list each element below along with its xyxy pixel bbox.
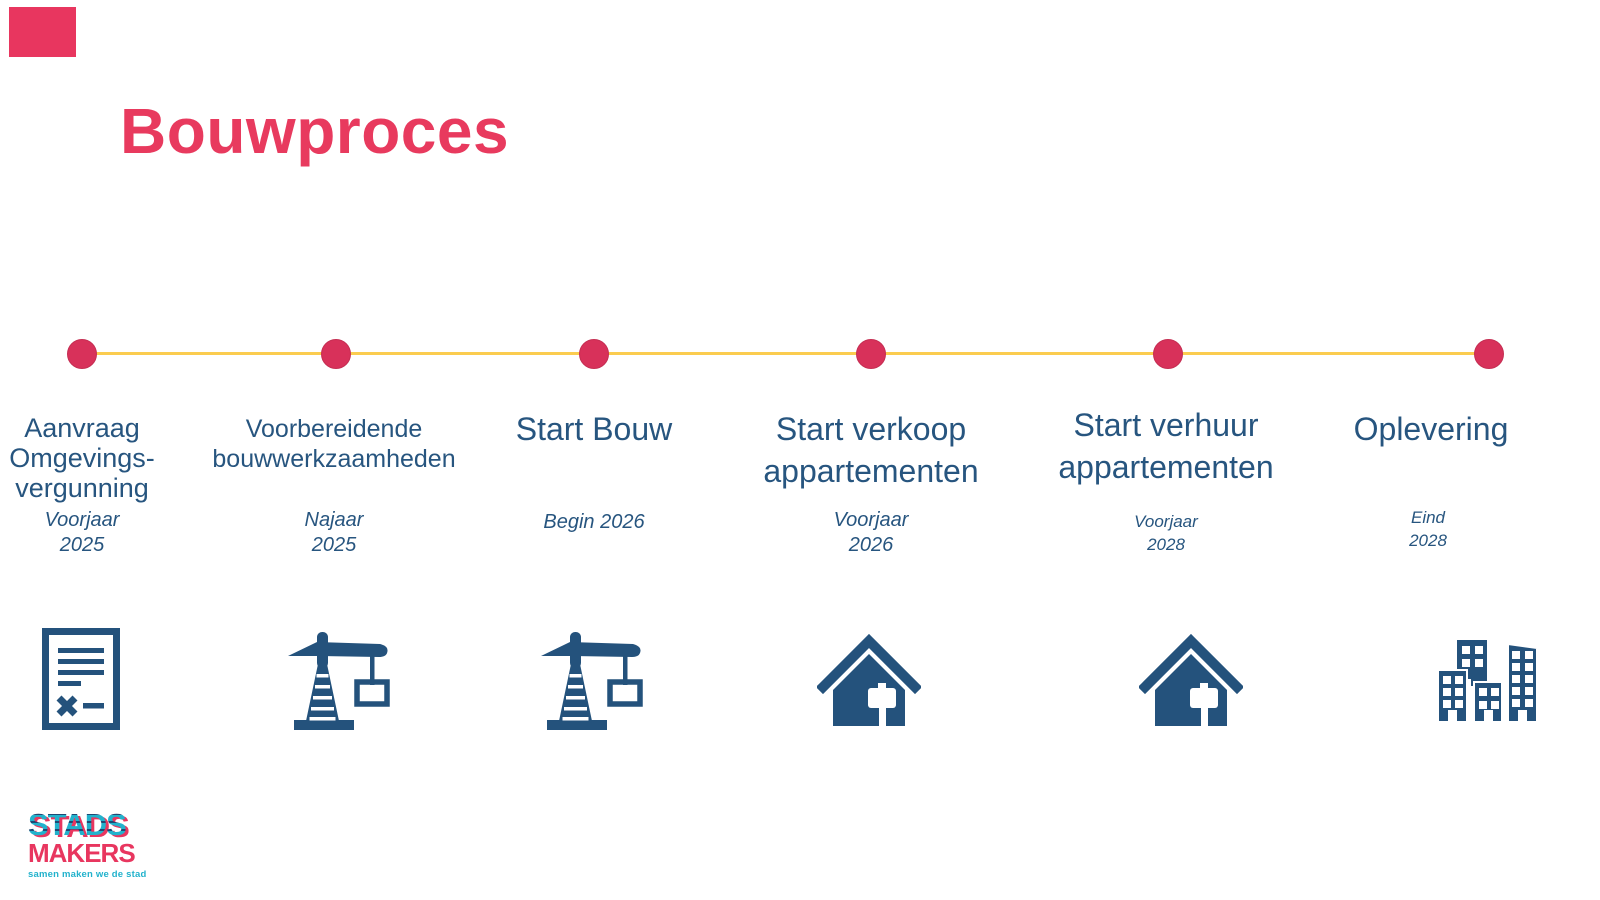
milestone-date-1: Voorjaar 2025 (44, 509, 120, 556)
house-sale-icon (817, 633, 921, 727)
milestone-title-4: Start verkoop appartementen (763, 411, 979, 489)
logo-makers: MAKERS (28, 838, 136, 868)
timeline-dot-1 (67, 339, 97, 369)
timeline-dot-4 (856, 339, 886, 369)
document-icon (42, 628, 120, 730)
timeline-dot-6 (1474, 339, 1504, 369)
milestone-title-5: Start verhuur appartementen (1058, 407, 1274, 485)
buildings-icon (1438, 640, 1538, 722)
milestone-date-5: Voorjaar 2028 (1134, 512, 1198, 554)
house-sale-icon (1139, 633, 1243, 727)
crane-icon (288, 632, 390, 730)
milestone-title-1: Aanvraag Omgevings- vergunning (9, 413, 155, 503)
milestone-title-3: Start Bouw (515, 411, 673, 447)
page-title: Bouwproces (120, 95, 510, 167)
brand-corner-block (9, 7, 76, 57)
logo-tagline: samen maken we de stad (28, 869, 147, 880)
timeline-dot-2 (321, 339, 351, 369)
milestone-title-6: Oplevering (1353, 411, 1509, 447)
logo-stads-shadow: STADS (31, 811, 130, 842)
stadsmakers-logo: STADS STADS MAKERS samen maken we de sta… (28, 807, 188, 880)
milestone-date-4: Voorjaar 2026 (833, 509, 909, 556)
logo-stads: STADS (28, 807, 127, 842)
milestone-date-2: Najaar 2025 (304, 509, 364, 556)
timeline-line (82, 352, 1489, 355)
timeline-dot-5 (1153, 339, 1183, 369)
crane-icon (541, 632, 643, 730)
milestone-title-2: Voorbereidende bouwwerkzaamheden (212, 415, 456, 473)
milestone-date-3: Begin 2026 (543, 511, 645, 533)
logo-stads-wrap: STADS STADS (28, 807, 188, 842)
milestone-date-6: Eind 2028 (1409, 508, 1447, 550)
timeline-dot-3 (579, 339, 609, 369)
